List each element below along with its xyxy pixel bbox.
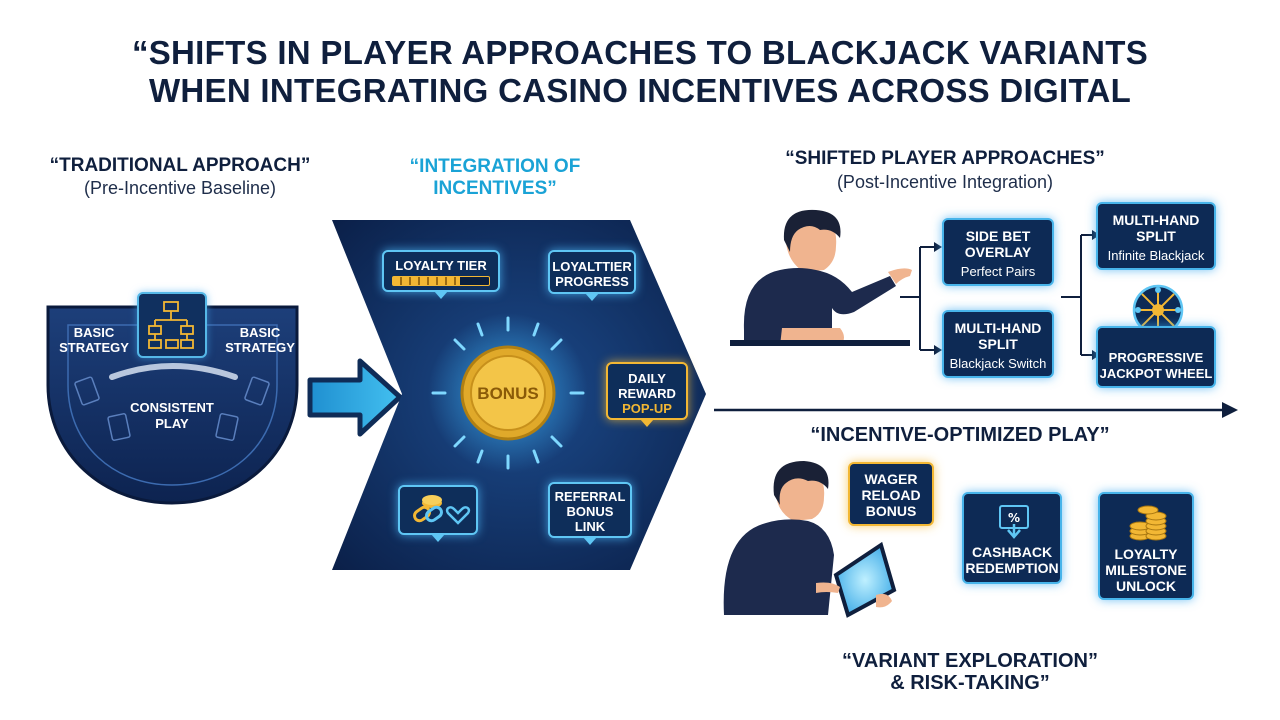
side-bet-overlay-box: SIDE BET OVERLAY Perfect Pairs	[942, 218, 1054, 286]
basic-strategy-right-line-1: BASIC	[239, 325, 281, 340]
cashback-line-2: REDEMPTION	[965, 560, 1059, 576]
traditional-heading: “TRADITIONAL APPROACH”	[49, 155, 311, 176]
traditional-subheading: (Pre-Incentive Baseline)	[83, 178, 277, 198]
wager-line-3: BONUS	[865, 503, 917, 519]
integration-heading-line-1: “INTEGRATION OF	[409, 156, 581, 177]
timeline-arrow	[714, 402, 1238, 418]
wager-line-1: WAGER	[864, 471, 918, 487]
daily-reward-line-1: DAILY	[628, 371, 666, 386]
multi-hand-2-title-line-1: MULTI-HAND	[1112, 212, 1200, 228]
basic-strategy-left-line-1: BASIC	[73, 325, 115, 340]
loyalty-tier-bar	[392, 276, 490, 286]
loyalty-progress-badge: LOYALTTIER PROGRESS	[548, 250, 636, 301]
loyalty-progress-line-1: LOYALTTIER	[552, 259, 632, 274]
milestone-line-3: UNLOCK	[1116, 578, 1176, 594]
multi-hand-2-desc: Infinite Blackjack	[1107, 248, 1205, 263]
cashback-redemption-box: % CASHBACK REDEMPTION	[962, 492, 1062, 584]
link-chain-icon	[413, 495, 471, 525]
player-tablet-illustration	[723, 461, 897, 618]
basic-strategy-right-line-2: STRATEGY	[225, 340, 295, 355]
loyalty-tier-label: LOYALTY TIER	[395, 258, 487, 273]
wager-line-2: RELOAD	[861, 487, 921, 503]
cashback-percent-icon: %	[999, 505, 1029, 539]
flow-arrow-right-icon	[307, 358, 403, 437]
loyalty-progress-line-2: PROGRESS	[555, 274, 629, 289]
daily-reward-popup-badge: DAILY REWARD POP-UP	[606, 362, 688, 427]
basic-strategy-left: BASIC STRATEGY	[52, 325, 136, 355]
consistent-play-line-1: CONSISTENT	[130, 400, 214, 415]
integration-heading-line-2: INCENTIVES”	[433, 178, 557, 199]
referral-line-1: REFERRAL	[554, 489, 626, 504]
jackpot-title-line-1: PROGRESSIVE	[1108, 350, 1204, 365]
multi-hand-2-title-line-2: SPLIT	[1136, 228, 1176, 244]
jackpot-title-line-2: JACKPOT WHEEL	[1099, 366, 1213, 381]
loyalty-tier-badge: LOYALTY TIER	[382, 250, 500, 299]
integration-heading: “INTEGRATION OF INCENTIVES”	[385, 156, 605, 200]
page-title-line-1: “SHIFTS IN PLAYER APPROACHES TO BLACKJAC…	[131, 34, 1149, 71]
jackpot-wheel-icon	[1132, 284, 1184, 334]
consistent-play-label: CONSISTENT PLAY	[112, 400, 232, 432]
side-bet-title-line-2: OVERLAY	[964, 244, 1032, 260]
referral-bonus-link-badge: REFERRAL BONUS LINK	[548, 482, 632, 545]
cashback-line-1: CASHBACK	[971, 544, 1053, 560]
svg-text:%: %	[1008, 511, 1020, 525]
milestone-line-1: LOYALTY	[1114, 546, 1178, 562]
variant-exploration-line-1: “VARIANT EXPLORATION”	[842, 650, 1098, 672]
coin-stack-icon	[1129, 505, 1167, 541]
side-bet-desc: Perfect Pairs	[960, 264, 1036, 279]
consistent-play-line-2: PLAY	[155, 416, 189, 431]
progressive-jackpot-wheel-box: PROGRESSIVE JACKPOT WHEEL	[1096, 326, 1216, 388]
variant-exploration-line-2: & RISK-TAKING”	[890, 672, 1050, 694]
referral-link-icon-badge	[398, 485, 478, 542]
multi-hand-1-desc: Blackjack Switch	[949, 356, 1047, 371]
strategy-chart-icon	[137, 292, 207, 358]
player-pointing-illustration	[730, 209, 912, 346]
multi-hand-1-title-line-2: SPLIT	[978, 336, 1018, 352]
blackjack-table-illustration	[46, 305, 299, 505]
multi-hand-split-switch-box: MULTI-HAND SPLIT Blackjack Switch	[942, 310, 1054, 378]
multi-hand-1-title-line-1: MULTI-HAND	[954, 320, 1042, 336]
multi-hand-split-infinite-box: MULTI-HAND SPLIT Infinite Blackjack	[1096, 202, 1216, 270]
shifted-subheading: (Post-Incentive Integration)	[836, 172, 1054, 192]
daily-reward-line-2: REWARD	[618, 386, 676, 401]
basic-strategy-right: BASIC STRATEGY	[218, 325, 302, 355]
daily-reward-line-3: POP-UP	[622, 401, 672, 416]
variant-exploration-label: “VARIANT EXPLORATION” & RISK-TAKING”	[800, 650, 1140, 694]
loyalty-tier-bar-fill	[393, 277, 461, 285]
loyalty-milestone-unlock-box: LOYALTY MILESTONE UNLOCK	[1098, 492, 1194, 600]
milestone-line-2: MILESTONE	[1105, 562, 1187, 578]
page-title-line-2: WHEN INTEGRATING CASINO INCENTIVES ACROS…	[148, 72, 1132, 109]
incentive-optimized-play-label: “INCENTIVE-OPTIMIZED PLAY”	[810, 424, 1110, 446]
basic-strategy-left-line-2: STRATEGY	[59, 340, 129, 355]
referral-line-3: LINK	[574, 519, 606, 534]
side-bet-title-line-1: SIDE BET	[965, 228, 1031, 244]
branch-connector-lines	[900, 230, 1100, 360]
shifted-heading: “SHIFTED PLAYER APPROACHES”	[785, 148, 1105, 169]
referral-line-2: BONUS	[566, 504, 614, 519]
bonus-coin-label: BONUS	[477, 384, 539, 403]
wager-reload-bonus-box: WAGER RELOAD BONUS	[848, 462, 934, 526]
